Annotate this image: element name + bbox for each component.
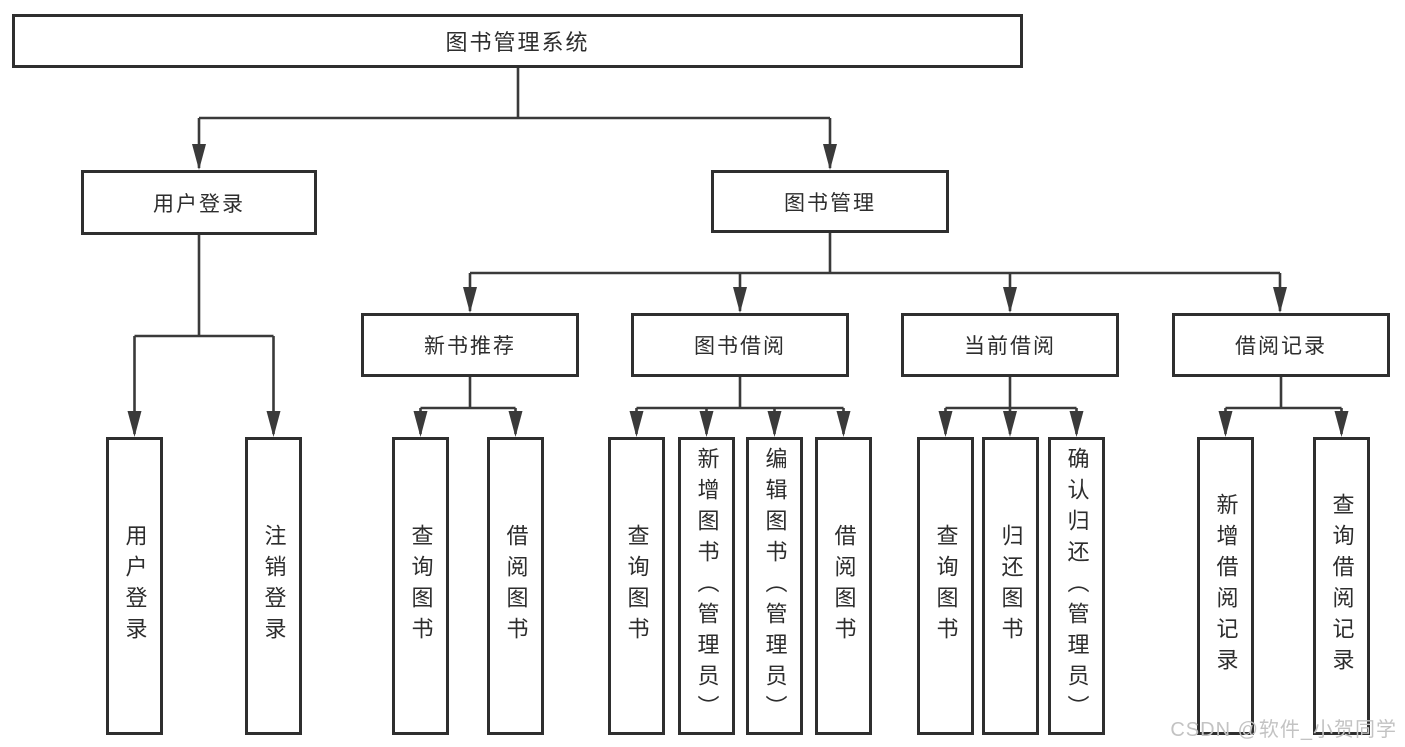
node-query-books-borrow: 查询图书 (608, 437, 665, 735)
node-book-borrowing: 图书借阅 (631, 313, 849, 377)
node-user-login-action: 用户登录 (106, 437, 163, 735)
connector-current-borrowing-children (944, 377, 1078, 434)
node-edit-book-admin: 编辑图书（管理员） (746, 437, 803, 735)
node-borrow-books: 借阅图书 (815, 437, 872, 735)
node-user-login: 用户登录 (81, 170, 317, 235)
node-return-books: 归还图书 (982, 437, 1039, 735)
connector-root-to-level2 (197, 68, 832, 168)
node-add-book-admin: 新增图书（管理员） (678, 437, 735, 735)
node-logout: 注销登录 (245, 437, 302, 735)
node-query-books-recommend: 查询图书 (392, 437, 449, 735)
node-new-book-recommendation: 新书推荐 (361, 313, 579, 377)
node-book-management: 图书管理 (711, 170, 949, 233)
node-add-borrow-record: 新增借阅记录 (1197, 437, 1254, 735)
node-current-borrowing: 当前借阅 (901, 313, 1119, 377)
connector-borrowing-records-children (1224, 377, 1343, 434)
node-query-books-current: 查询图书 (917, 437, 974, 735)
arrowheads (127, 144, 1349, 437)
node-confirm-return-admin: 确认归还（管理员） (1048, 437, 1105, 735)
node-borrowing-records: 借阅记录 (1172, 313, 1390, 377)
node-borrow-books-recommend: 借阅图书 (487, 437, 544, 735)
connector-book-management-children (468, 233, 1282, 311)
connector-user-login-children (133, 235, 275, 434)
node-query-borrow-record: 查询借阅记录 (1313, 437, 1370, 735)
connector-book-borrowing-children (635, 377, 845, 434)
node-library-management-system: 图书管理系统 (12, 14, 1023, 68)
connector-new-book-children (419, 377, 517, 434)
